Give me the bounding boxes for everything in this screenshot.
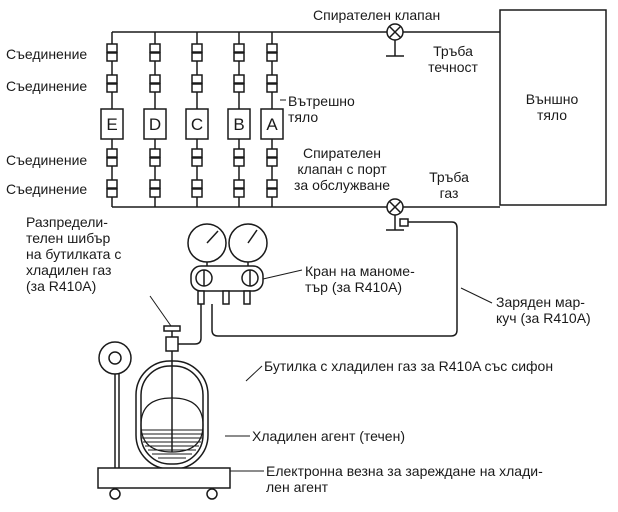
cylinder-valve-label: Разпредели- телен шибър на бутилката с х… — [26, 214, 122, 294]
pipe-joint — [191, 188, 203, 198]
indoor-unit-letter: C — [191, 115, 203, 134]
indoor-unit-letter: E — [106, 115, 117, 134]
pipe-joint — [266, 83, 278, 93]
indoor-unit-letter: A — [266, 115, 278, 134]
pipe-joint — [266, 74, 278, 84]
pipe-joint — [106, 148, 118, 158]
pipe-joint — [106, 43, 118, 53]
service-valve-label: Спирателен клапан с порт за обслужване — [293, 145, 391, 193]
leader-lines — [149, 99, 493, 472]
cylinder-valve-icon — [163, 325, 181, 361]
joint-label-bottom-1: Съединение — [6, 152, 88, 168]
stop-valve-icon — [386, 23, 404, 57]
joint-label-bottom-2: Съединение — [6, 181, 88, 197]
pipe-joint — [233, 179, 245, 189]
pipe-joint — [266, 188, 278, 198]
service-valve-icon — [386, 198, 409, 231]
indoor-unit-label: Вътрешно тяло — [288, 93, 355, 125]
indoor-unit-box — [143, 108, 167, 140]
outdoor-unit-box — [499, 9, 607, 206]
pipe-joint — [233, 83, 245, 93]
liquid-pipe-label: Тръба течност — [428, 43, 478, 75]
pipe-joint — [106, 179, 118, 189]
manifold-gauge-icon — [187, 223, 268, 305]
indoor-unit-box — [100, 108, 124, 140]
pipe-joint — [233, 52, 245, 62]
stop-valve-label: Спирателен клапан — [313, 7, 441, 23]
pipe-joint — [106, 83, 118, 93]
indoor-unit-box — [260, 108, 284, 140]
joint-label-top-2: Съединение — [6, 78, 88, 94]
pipe-joint — [191, 148, 203, 158]
indoor-unit-letter: B — [233, 115, 244, 134]
pipe-joint — [106, 74, 118, 84]
joint-label-top-1: Съединение — [6, 46, 88, 62]
pipe-joints — [106, 43, 278, 198]
cylinder-hose — [178, 304, 202, 345]
pipe-joint — [233, 157, 245, 167]
pipe-joint — [233, 148, 245, 158]
indoor-unit-box — [227, 108, 251, 140]
pipe-joint — [266, 148, 278, 158]
pipe-joint — [149, 148, 161, 158]
pipe-joint — [106, 52, 118, 62]
pipe-joint — [149, 43, 161, 53]
pipe-joint — [233, 188, 245, 198]
pipe-joint — [233, 74, 245, 84]
refrigerant-cylinder-icon — [135, 360, 209, 470]
pipe-joint — [106, 157, 118, 167]
pipe-joint — [149, 188, 161, 198]
pipe-joint — [191, 179, 203, 189]
pipe-joint — [149, 74, 161, 84]
electronic-scale-icon — [97, 341, 231, 500]
refrigerant-label: Хладилен агент (течен) — [252, 428, 405, 444]
scale-label: Електронна везна за зареждане на хлади- … — [266, 463, 543, 495]
cylinder-label: Бутилка с хладилен газ за R410A със сифо… — [264, 358, 554, 374]
charge-hose — [211, 221, 458, 337]
pipe-joint — [266, 43, 278, 53]
pipe-joint — [149, 157, 161, 167]
charge-hose-label: Заряден мар- куч (за R410A) — [496, 294, 591, 326]
pipe-joint — [149, 52, 161, 62]
pipe-joint — [233, 43, 245, 53]
pipe-joint — [191, 83, 203, 93]
pipe-joint — [191, 74, 203, 84]
pipe-joint — [266, 179, 278, 189]
gas-pipe-label: Тръба газ — [429, 169, 469, 201]
pipe-joint — [149, 179, 161, 189]
pipe-joint — [191, 157, 203, 167]
pipe-joint — [106, 188, 118, 198]
pipe-joint — [191, 43, 203, 53]
pipe-joint — [266, 52, 278, 62]
indoor-unit-box — [185, 108, 209, 140]
pipe-joint — [149, 83, 161, 93]
gauge-manifold-label: Кран на маноме- тър (за R410A) — [305, 263, 415, 295]
indoor-unit-letter: D — [149, 115, 161, 134]
outdoor-unit-label: Външно тяло — [525, 91, 579, 123]
pipe-joint — [266, 157, 278, 167]
pipe-joint — [191, 52, 203, 62]
